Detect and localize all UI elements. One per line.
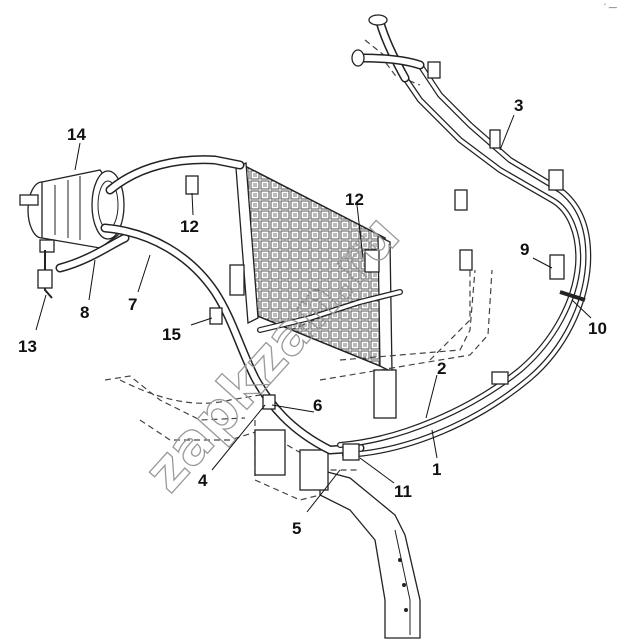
callout-12-right: 12 xyxy=(345,190,364,209)
callout-14: 13 xyxy=(18,337,37,356)
callout-7: 7 xyxy=(128,295,137,314)
callout-1: 1 xyxy=(432,460,441,479)
callout-3: 3 xyxy=(514,96,523,115)
callout-11: 11 xyxy=(394,482,412,501)
refrigerant-lines xyxy=(55,14,592,458)
callout-9: 9 xyxy=(520,240,529,259)
callout-15: 15 xyxy=(162,325,181,344)
callout-8: 8 xyxy=(80,303,89,322)
callout-13: 14 xyxy=(67,125,86,144)
mounting-bracket xyxy=(254,429,421,639)
callout-2: 2 xyxy=(437,359,446,378)
leader-lines xyxy=(35,114,592,513)
callout-6: 6 xyxy=(313,396,322,415)
fittings xyxy=(185,61,586,461)
callout-10: 10 xyxy=(588,319,607,338)
callout-4: 4 xyxy=(198,471,208,490)
condenser xyxy=(229,161,397,419)
callouts: 14 12 12 3 9 10 2 1 11 5 4 6 15 7 8 13 xyxy=(18,96,607,538)
callout-12-left: 12 xyxy=(180,217,199,236)
callout-5: 5 xyxy=(292,519,301,538)
corner-mark: ´ — xyxy=(604,3,617,12)
